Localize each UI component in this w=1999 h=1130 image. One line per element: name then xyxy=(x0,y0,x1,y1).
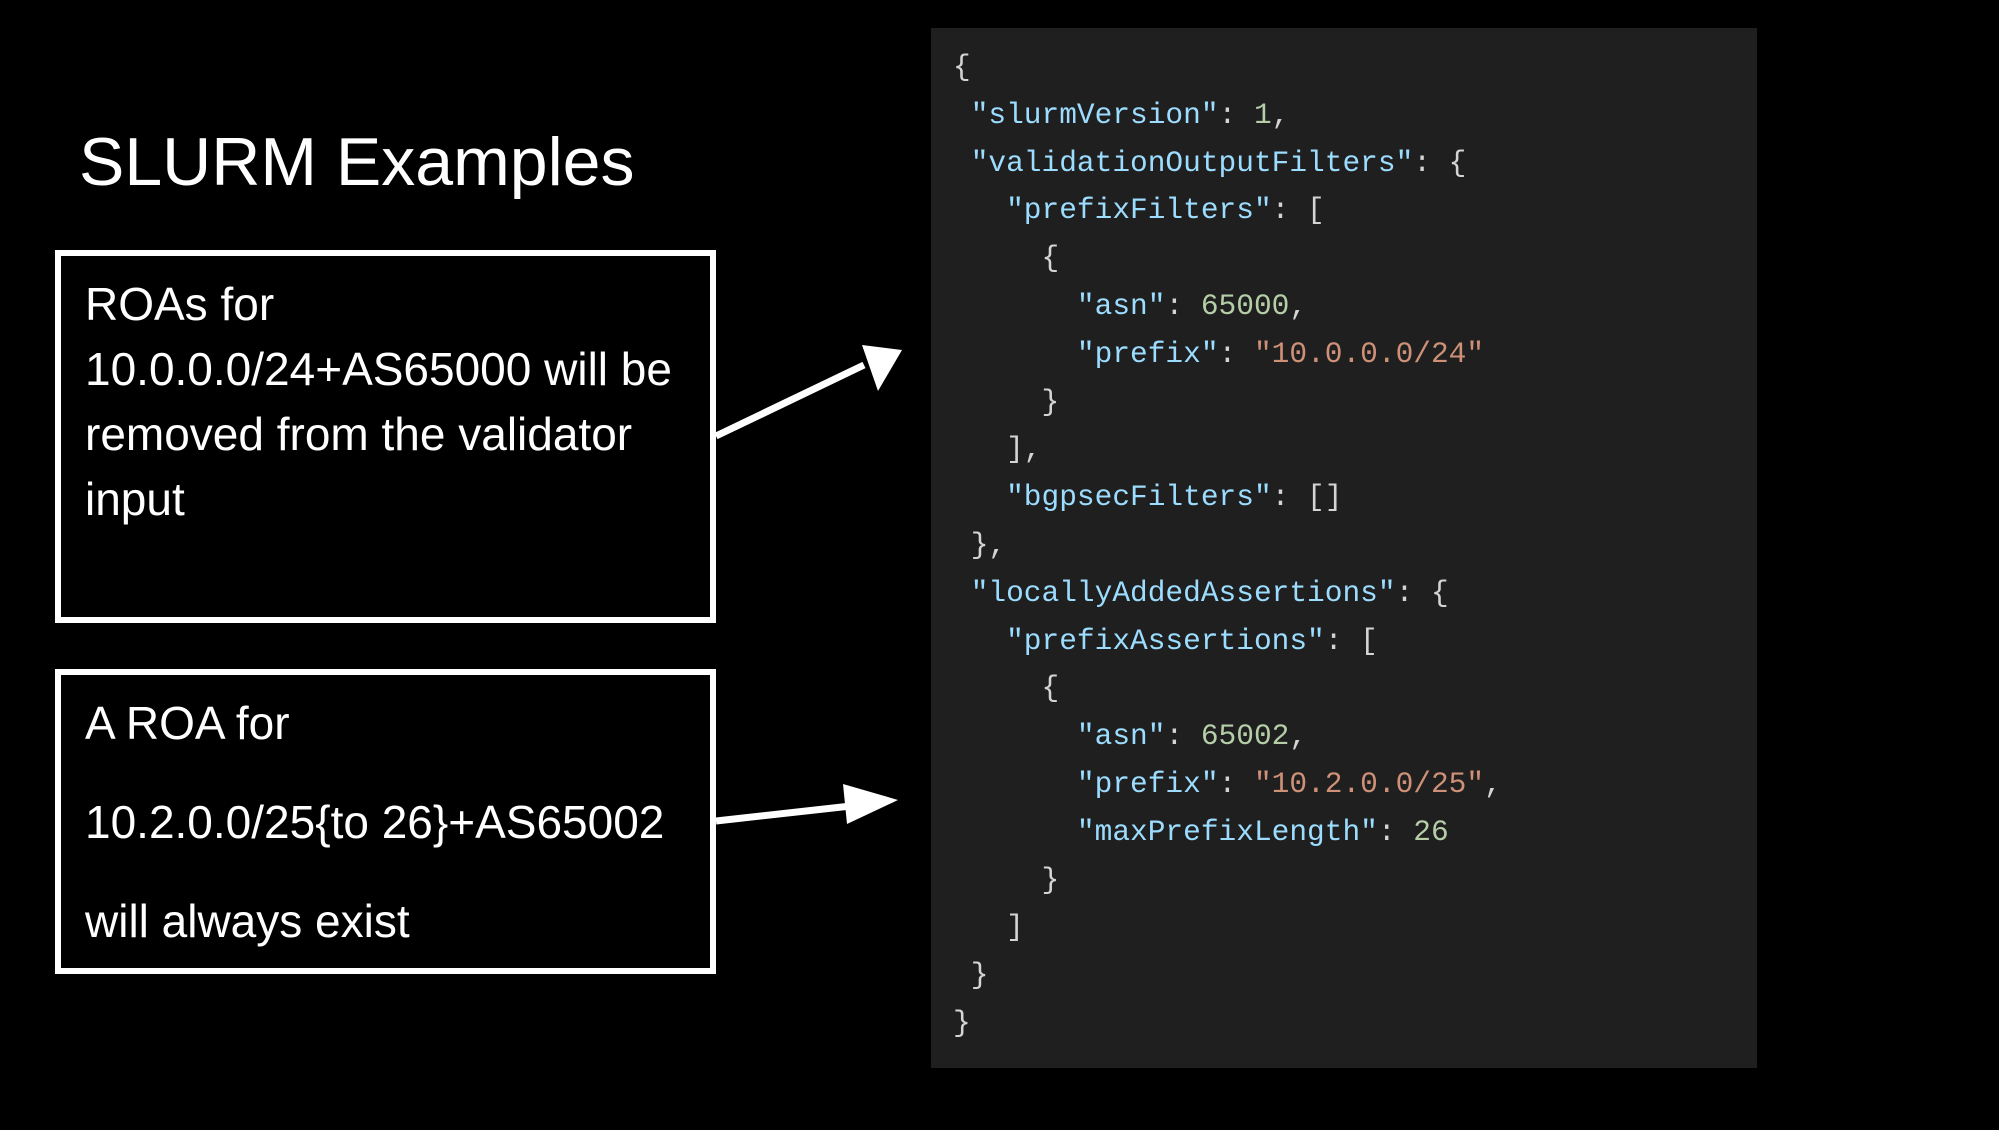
code-key: "asn" xyxy=(1076,719,1166,754)
code-key: "validationOutputFilters" xyxy=(970,145,1414,180)
code-key: "prefixAssertions" xyxy=(1006,623,1325,658)
code-key: "slurmVersion" xyxy=(970,97,1219,132)
code-key: "prefixFilters" xyxy=(1006,193,1272,228)
arrow-head-prefix-assertions xyxy=(843,784,898,824)
callout-box-prefix-filter: ROAs for 10.0.0.0/24+AS65000 will be rem… xyxy=(55,250,716,623)
callout-text-prefix-filter: ROAs for 10.0.0.0/24+AS65000 will be rem… xyxy=(85,278,672,525)
code-key: "bgpsecFilters" xyxy=(1006,480,1272,515)
slurm-json-code: { "slurmVersion": 1, "validationOutputFi… xyxy=(953,50,1502,1040)
callout-box-prefix-assertion: A ROA for 10.2.0.0/25{to 26}+AS65002 wil… xyxy=(55,669,716,974)
code-number: 26 xyxy=(1413,814,1449,849)
code-key: "asn" xyxy=(1076,288,1166,323)
code-key: "locallyAddedAssertions" xyxy=(970,575,1396,610)
code-panel: { "slurmVersion": 1, "validationOutputFi… xyxy=(931,28,1757,1068)
code-number: 65002 xyxy=(1200,719,1290,754)
callout-line: A ROA for xyxy=(85,697,290,749)
code-string: "10.2.0.0/25" xyxy=(1253,766,1485,801)
code-number: 1 xyxy=(1253,97,1272,132)
code-string: "10.0.0.0/24" xyxy=(1253,336,1485,371)
arrow-to-prefix-filters xyxy=(714,361,866,440)
slide-title: SLURM Examples xyxy=(79,124,635,200)
code-key: "maxPrefixLength" xyxy=(1076,814,1378,849)
arrow-head-prefix-filters xyxy=(862,345,902,391)
arrow-to-prefix-assertions xyxy=(715,801,861,825)
code-key: "prefix" xyxy=(1076,766,1219,801)
callout-line: 10.2.0.0/25{to 26}+AS65002 xyxy=(85,796,665,848)
code-key: "prefix" xyxy=(1076,336,1219,371)
code-number: 65000 xyxy=(1200,288,1290,323)
callout-line: will always exist xyxy=(85,895,410,947)
